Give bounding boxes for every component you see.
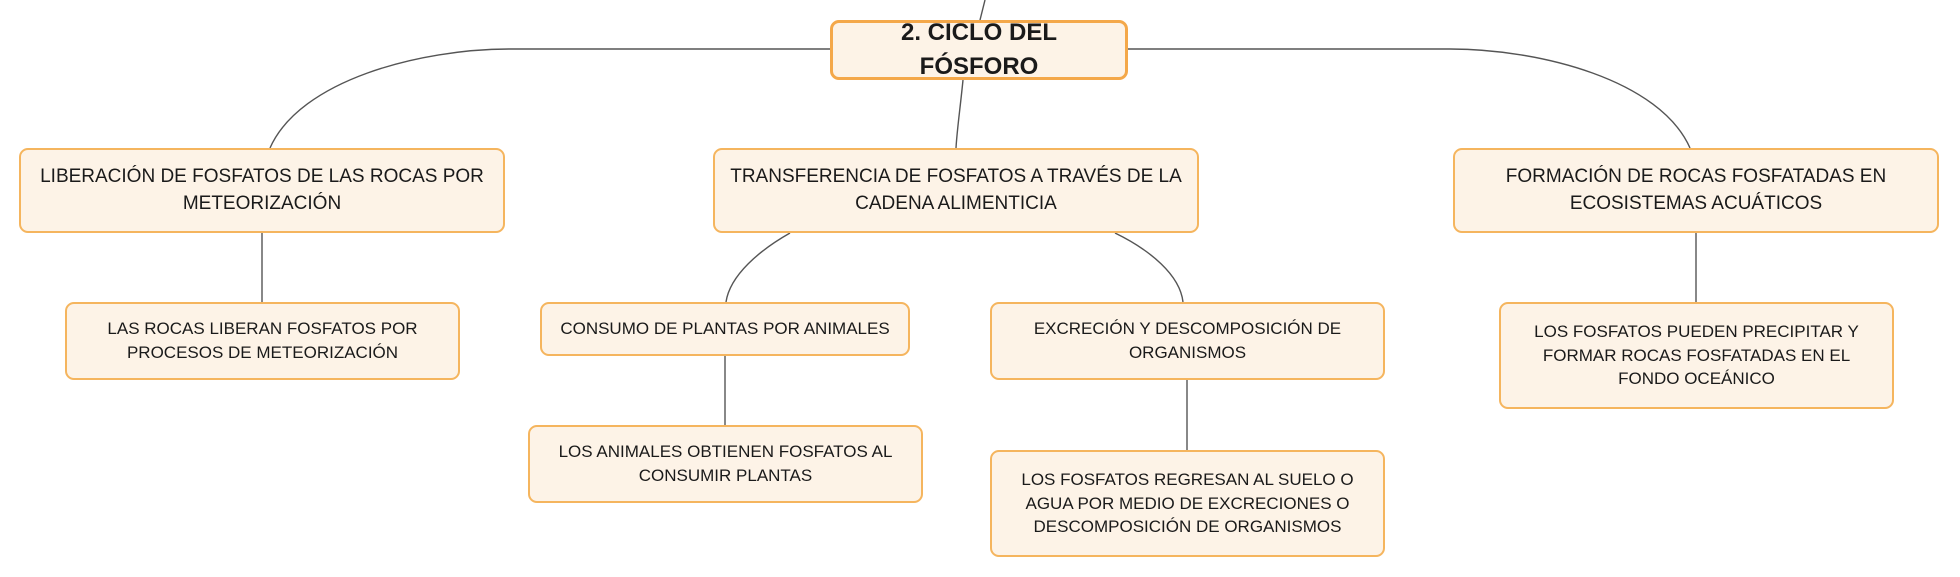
node-fosfatos-regresan-label: LOS FOSFATOS REGRESAN AL SUELO O AGUA PO…: [1021, 469, 1354, 537]
node-excrecion[interactable]: EXCRECIÓN Y DESCOMPOSICIÓN DE ORGANISMOS: [990, 302, 1385, 380]
node-excrecion-label: EXCRECIÓN Y DESCOMPOSICIÓN DE ORGANISMOS: [1033, 319, 1342, 362]
node-consumo-plantas-label: CONSUMO DE PLANTAS POR ANIMALES: [560, 319, 890, 339]
connector-root-branch-1: [269, 48, 830, 149]
branch-liberacion-label: LIBERACIÓN DE FOSFATOS DE LAS ROCAS POR …: [40, 165, 484, 214]
node-rocas-liberan[interactable]: LAS ROCAS LIBERAN FOSFATOS POR PROCESOS …: [65, 302, 460, 380]
connector-branch-2-child-2: [1114, 232, 1184, 303]
branch-formacion[interactable]: FORMACIÓN DE ROCAS FOSFATADAS EN ECOSIST…: [1453, 148, 1939, 233]
branch-transferencia[interactable]: TRANSFERENCIA DE FOSFATOS A TRAVÉS DE LA…: [713, 148, 1199, 233]
node-fosfatos-precipitar-label: LOS FOSFATOS PUEDEN PRECIPITAR Y FORMAR …: [1534, 321, 1859, 389]
node-rocas-liberan-label: LAS ROCAS LIBERAN FOSFATOS POR PROCESOS …: [107, 319, 418, 362]
branch-liberacion[interactable]: LIBERACIÓN DE FOSFATOS DE LAS ROCAS POR …: [19, 148, 505, 233]
branch-formacion-label: FORMACIÓN DE ROCAS FOSFATADAS EN ECOSIST…: [1505, 165, 1887, 214]
root-topic-label: 2. CICLO DEL FÓSFORO: [900, 19, 1057, 80]
connector-root-parent: [979, 0, 986, 21]
connector-root-branch-2: [955, 79, 964, 149]
node-consumo-plantas[interactable]: CONSUMO DE PLANTAS POR ANIMALES: [540, 302, 910, 356]
node-fosfatos-regresan[interactable]: LOS FOSFATOS REGRESAN AL SUELO O AGUA PO…: [990, 450, 1385, 557]
node-fosfatos-precipitar[interactable]: LOS FOSFATOS PUEDEN PRECIPITAR Y FORMAR …: [1499, 302, 1894, 409]
connector-root-branch-3: [1128, 48, 1691, 149]
branch-transferencia-label: TRANSFERENCIA DE FOSFATOS A TRAVÉS DE LA…: [730, 165, 1182, 214]
root-topic[interactable]: 2. CICLO DEL FÓSFORO: [830, 19, 1128, 80]
connector-branch-2-child-1: [725, 232, 791, 303]
node-animales-obtienen-label: LOS ANIMALES OBTIENEN FOSFATOS AL CONSUM…: [558, 442, 893, 485]
node-animales-obtienen[interactable]: LOS ANIMALES OBTIENEN FOSFATOS AL CONSUM…: [528, 425, 923, 503]
